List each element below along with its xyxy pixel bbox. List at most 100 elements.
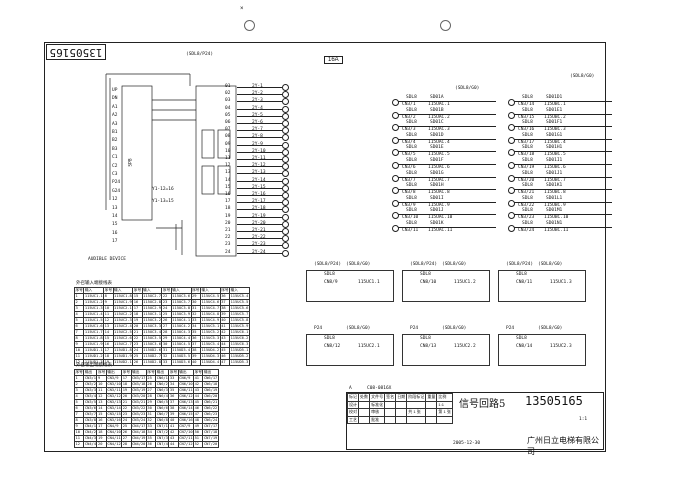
circuit-device: SD01E: [430, 145, 444, 151]
left-pin: G24: [112, 188, 121, 194]
wire-line: [237, 108, 282, 110]
circuit-tag: SDL8: [522, 170, 533, 176]
wire-line: [237, 180, 282, 182]
terminal-circle: [282, 206, 289, 214]
title-block-cell: 共 1 张: [406, 408, 427, 417]
terminal-circle: [282, 127, 289, 135]
col1-bus: (SDL8/G0): [455, 86, 480, 91]
circuit-output: 115UBC.1: [544, 102, 566, 107]
mid-pin: CN8/13: [420, 344, 437, 349]
mid-pin: CN8/9: [324, 280, 338, 285]
table-cell: 44: [168, 441, 179, 448]
terminal-circle: [392, 225, 399, 232]
right-pin: 21: [225, 228, 231, 233]
right-wire-code: 2Y-11: [252, 156, 266, 161]
circuit-pin: CN3/15: [518, 114, 535, 120]
mid-tag: SDL8: [420, 272, 431, 277]
terminal-circle: [392, 99, 399, 106]
right-wire-code: 2Y-12: [252, 163, 266, 169]
terminal-circle: [392, 174, 399, 182]
wire-line: [237, 101, 282, 103]
right-wire-code: 2Y-14: [252, 177, 266, 183]
right-wire-code: 2Y-21: [252, 228, 266, 233]
wire-line: [237, 223, 282, 225]
table-cell: 115UD2.8: [141, 359, 163, 366]
wire-line: [237, 187, 282, 189]
title-block-cell: [395, 408, 408, 417]
table-cell: 47: [219, 359, 231, 366]
left-pin: 17: [112, 239, 118, 245]
wire-line: [514, 189, 612, 191]
left-pin: 16: [112, 230, 118, 236]
right-pin: 20: [225, 220, 231, 226]
circuit-pin: CN3/5: [402, 152, 416, 158]
circuit-tag: SDL8: [522, 195, 533, 201]
table-cell: 12: [73, 441, 85, 448]
right-wire-code: 2Y-10: [252, 148, 266, 154]
circuit-tag: SDL8: [406, 170, 417, 176]
circuit-pin: CN3/1: [402, 102, 416, 107]
drawing-frame: [44, 42, 606, 452]
wire-line: [237, 173, 282, 175]
title-block-cell: [436, 415, 453, 424]
circuit-output: 115UAC.8: [428, 190, 450, 196]
wire-line: [237, 231, 282, 232]
table-cell: 115UD4.4: [199, 359, 221, 366]
title-block-cell: 比例: [436, 393, 453, 402]
right-wire-code: 2Y-9: [252, 141, 263, 147]
wire-line: [398, 201, 496, 203]
circuit-pin: CN3/16: [518, 127, 535, 133]
wire-line: [237, 195, 282, 196]
table-cell: 12: [73, 359, 85, 366]
terminal-circle: [392, 124, 399, 132]
circuit-device: SD01A: [430, 95, 444, 100]
terminal-circle: [282, 91, 289, 99]
scale-ratio: 1:1: [579, 417, 588, 422]
circuit-pin: CN3/20: [518, 177, 535, 183]
title-block-cell: [406, 415, 427, 424]
table-cell: 19: [103, 359, 114, 366]
right-wire-code: 2Y-19: [252, 213, 266, 219]
left-pin: DN: [112, 96, 118, 102]
mid-box: [402, 334, 490, 366]
right-pin: 03: [225, 98, 231, 104]
wire-line: [398, 138, 496, 140]
circuit-device: SD01J1: [546, 170, 563, 176]
title-block-cell: 标准化: [369, 400, 386, 409]
wire-line: [237, 137, 282, 139]
terminal-circle: [282, 235, 289, 243]
left-pin: 14: [112, 214, 118, 219]
wire-line: [514, 101, 612, 102]
right-wire-code: 2Y-4: [252, 105, 263, 111]
mid-label-2: Y1-13=15: [152, 199, 174, 204]
terminal-circle: [392, 111, 399, 119]
wire-line: [237, 130, 282, 132]
circuit-output: 115UAC.9: [428, 202, 450, 208]
circuit-device: SD01C: [430, 120, 444, 126]
revision-mark: A: [349, 386, 352, 391]
right-pin: 12: [225, 163, 231, 169]
change-code: C08-0816X: [367, 386, 392, 391]
wire-line: [398, 151, 496, 153]
circuit-output: 115UBC.9: [544, 202, 566, 208]
circuit-device: SD01M1: [546, 208, 563, 214]
circuit-tag: SDL8: [406, 120, 417, 126]
terminal-circle: [282, 98, 289, 106]
mid-bus: P24: [506, 326, 515, 331]
right-wire-code: 2Y-7: [252, 127, 263, 133]
circuit-pin: CN3/21: [518, 190, 535, 196]
left-pin: B3: [112, 146, 118, 152]
left-pin: B1: [112, 130, 118, 135]
right-pin: 06: [225, 120, 231, 125]
title-block-cell: 重量: [425, 393, 438, 402]
mid-tag: SDL8: [324, 272, 335, 277]
wire-line: [514, 113, 612, 115]
left-pin: B2: [112, 138, 118, 144]
circuit-device: SD01H: [430, 183, 444, 189]
circuit-tag: SDL8: [406, 208, 417, 214]
mid-bus2: (SDL8/G0): [538, 262, 563, 267]
binder-hole-left: [244, 20, 255, 31]
corner-mark: ×: [240, 6, 244, 12]
mid-out: 115UC1.2: [454, 280, 476, 285]
circuit-output: 115UBC.10: [544, 215, 569, 221]
